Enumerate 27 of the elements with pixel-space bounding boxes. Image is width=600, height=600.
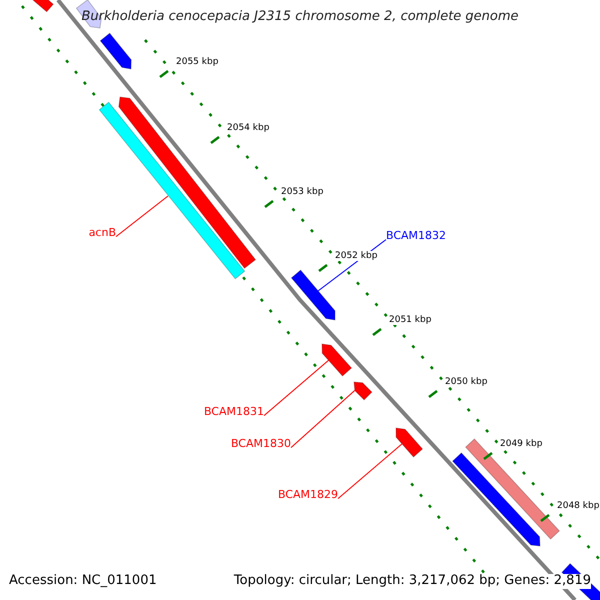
- scale-label: 2055 kbp: [176, 57, 218, 68]
- scale-label: 2048 kbp: [557, 501, 600, 512]
- gene-block: [100, 32, 132, 70]
- leader-line: [338, 443, 402, 500]
- gene-label: BCAM1830: [230, 438, 291, 451]
- title: Burkholderia cenocepacia J2315 chromosome 2, complete genome: [80, 10, 520, 25]
- gene-block: [322, 344, 352, 377]
- gene-label: acnB: [88, 227, 116, 240]
- gene-label: BCAM1831: [204, 406, 264, 419]
- footer-text: Topology: circular; Length: 3,217,062 bp; Genes: 2,819: [234, 574, 591, 589]
- footer-text: Accession: NC_011001: [9, 574, 157, 589]
- scale-label: 2054 kbp: [227, 123, 270, 134]
- gene-block: [354, 382, 372, 400]
- gene-block: [290, 270, 336, 320]
- gene-label: BCAM1832: [386, 230, 446, 243]
- gene-block: [396, 428, 424, 458]
- scale-label: 2051 kbp: [389, 315, 432, 326]
- leader-line: [290, 390, 356, 448]
- scale-label: 2053 kbp: [281, 187, 324, 198]
- gene-block: [32, 0, 54, 12]
- scale-label: 2052 kbp: [335, 251, 378, 262]
- gene-block: [452, 452, 540, 546]
- scale-label: 2050 kbp: [445, 377, 488, 388]
- scale-label: 2049 kbp: [500, 439, 542, 450]
- leader-line: [264, 360, 330, 416]
- gene-label: BCAM1829: [278, 489, 338, 502]
- leader-line: [116, 196, 168, 238]
